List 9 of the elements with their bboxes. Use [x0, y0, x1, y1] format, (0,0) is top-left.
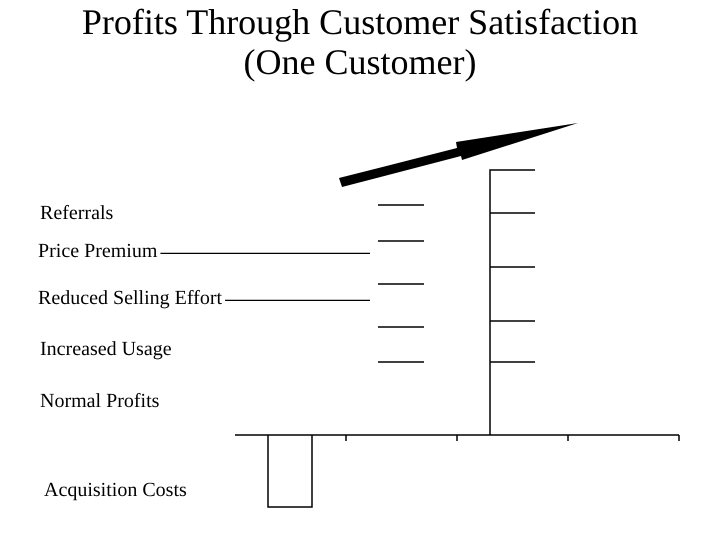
category-label: Referrals — [40, 201, 114, 225]
diagram-title: Profits Through Customer Satisfaction (One Customer) — [80, 2, 640, 82]
category-label: Reduced Selling Effort — [38, 286, 222, 310]
category-label: Normal Profits — [40, 389, 160, 413]
leader-line — [225, 300, 370, 302]
category-label: Increased Usage — [40, 337, 172, 361]
category-label: Price Premium — [38, 239, 158, 263]
category-label: Acquisition Costs — [44, 478, 187, 502]
leader-line — [160, 252, 370, 254]
